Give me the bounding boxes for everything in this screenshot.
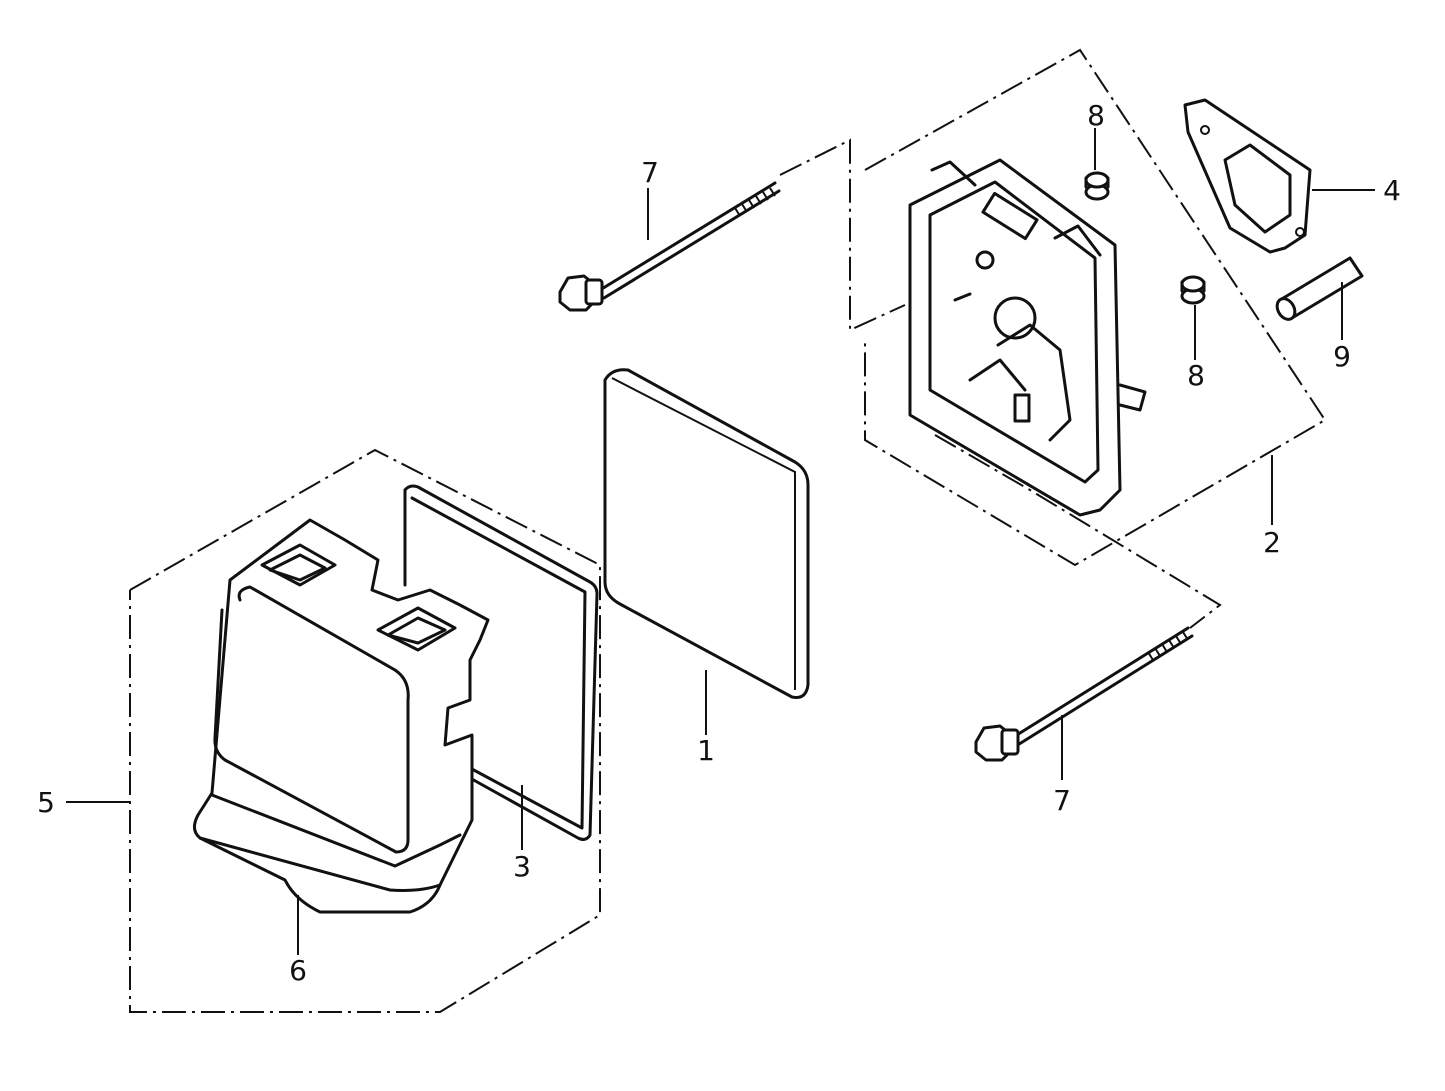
callout-4: 4 bbox=[1383, 174, 1401, 207]
collar-lower bbox=[1180, 275, 1206, 305]
callout-5: 5 bbox=[37, 786, 55, 819]
callout-6: 6 bbox=[289, 954, 307, 987]
callout-7-upper: 7 bbox=[641, 156, 659, 189]
callout-1: 1 bbox=[697, 734, 715, 767]
bolt-bracket-top bbox=[779, 138, 906, 332]
air-cleaner-cover bbox=[193, 518, 490, 914]
seal bbox=[403, 484, 599, 841]
filter-element bbox=[603, 368, 810, 699]
callout-2: 2 bbox=[1263, 526, 1281, 559]
bolt-bracket-bottom bbox=[934, 434, 1222, 629]
bolt-lower bbox=[974, 626, 1194, 762]
callout-3: 3 bbox=[513, 850, 531, 883]
group-bracket-5 bbox=[129, 448, 601, 1013]
bolt-upper bbox=[558, 181, 781, 312]
callout-7-lower: 7 bbox=[1053, 784, 1071, 817]
air-cleaner-base bbox=[908, 158, 1147, 517]
breather-tube bbox=[1275, 256, 1364, 321]
collar-upper bbox=[1084, 171, 1110, 201]
callout-8-upper: 8 bbox=[1087, 99, 1105, 132]
group-bracket-2 bbox=[864, 48, 1327, 567]
callout-8-lower: 8 bbox=[1187, 359, 1205, 392]
gasket bbox=[1183, 98, 1312, 254]
callout-9: 9 bbox=[1333, 340, 1351, 373]
